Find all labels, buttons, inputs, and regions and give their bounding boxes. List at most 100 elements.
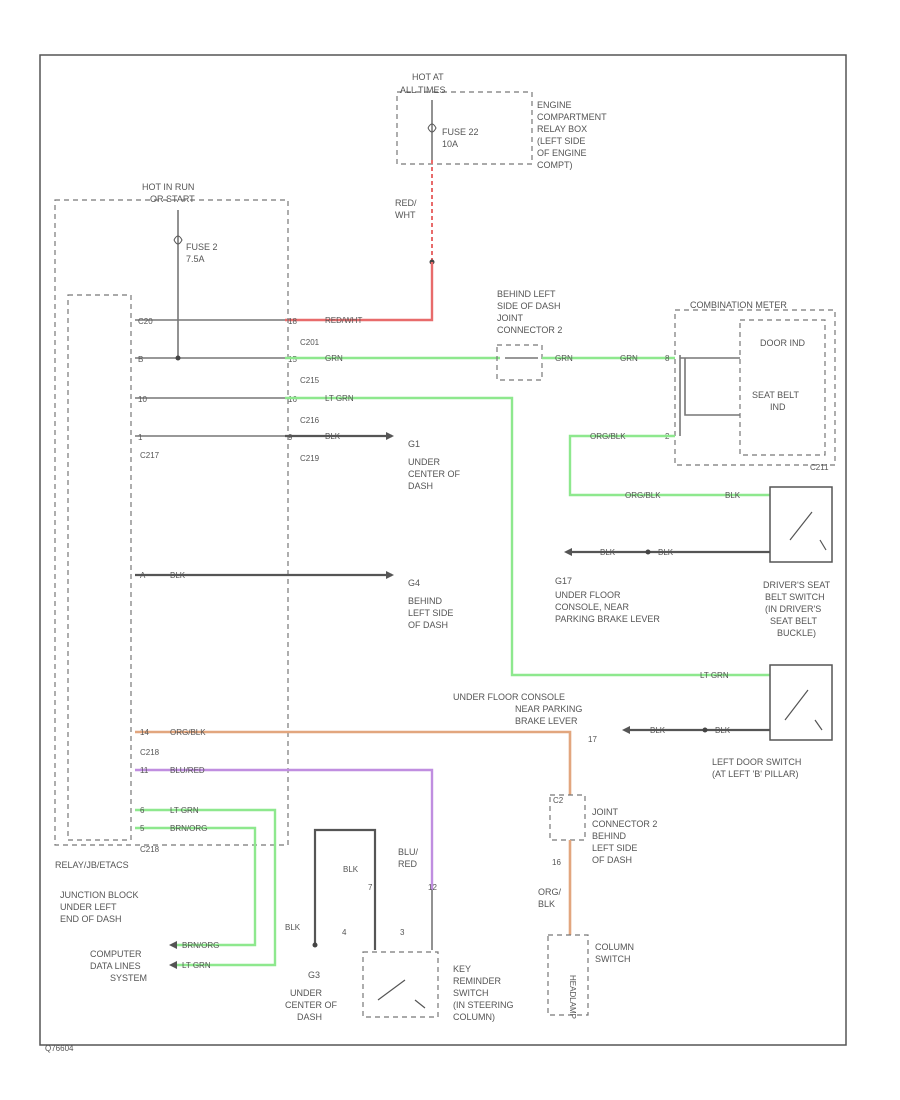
ground-arrow-icon <box>622 726 630 734</box>
figure-code: Q76604 <box>45 1044 74 1053</box>
lt-grn-wire-1 <box>285 396 770 677</box>
pin-label: 9 <box>288 433 293 442</box>
fuse-22-icon <box>427 123 437 133</box>
org-blk-loop <box>568 434 770 497</box>
wire-label-blk: BLK <box>325 432 341 441</box>
blu-red-vertical-label: BLU/RED <box>398 847 419 869</box>
joint-connector-2-label: JOINT CONNECTOR 2 BEHIND LEFT SIDE OF DA… <box>592 807 660 865</box>
pin-label: 7 <box>368 883 373 892</box>
wire-label-blk: BLK <box>343 865 359 874</box>
g1-label: G1 UNDER CENTER OF DASH <box>408 439 463 491</box>
junction-block-label: JUNCTION BLOCK UNDER LEFT END OF DASH <box>60 890 141 924</box>
pin-label: 16 <box>288 395 297 404</box>
red-wht-wire <box>285 262 434 322</box>
wire-label-blk: BLK <box>715 726 731 735</box>
left-door-switch-label: LEFT DOOR SWITCH (AT LEFT 'B' PILLAR) <box>712 757 804 779</box>
drivers-seat-belt-label: DRIVER'S SEAT BELT SWITCH (IN DRIVER'S S… <box>763 580 832 638</box>
wire-label-blk: BLK <box>600 548 616 557</box>
combination-meter-box <box>674 309 836 466</box>
under-floor-console-label: UNDER FLOOR CONSOLE NEAR PARKING BRAKE L… <box>453 692 585 726</box>
wire-label-blk: BLK <box>658 548 674 557</box>
wire-label-grn: GRN <box>555 354 573 363</box>
switch-icon <box>789 511 827 551</box>
wire-label-brn-org: BRN/ORG <box>182 941 219 950</box>
pin-label: A <box>140 571 146 580</box>
pin-label: 15 <box>288 355 297 364</box>
g4-label: G4 BEHIND LEFT SIDE OF DASH <box>408 578 456 630</box>
ground-arrow-icon <box>386 571 394 579</box>
behind-left-joint-label: BEHIND LEFT SIDE OF DASH JOINT CONNECTOR… <box>497 289 563 335</box>
left-door-switch-box <box>769 664 833 741</box>
connector-c217: C217 <box>140 451 160 460</box>
wire-label-blk: BLK <box>285 923 301 932</box>
pin-label: 14 <box>140 728 149 737</box>
connector-c218: C218 <box>140 748 160 757</box>
jb-splice <box>175 355 181 361</box>
key-reminder-switch-box <box>362 951 439 1018</box>
g3-label: G3 UNDER CENTER OF DASH <box>285 970 340 1022</box>
pin-label: 1 <box>138 433 143 442</box>
relay-junction-label: RELAY/JB/ETACS <box>55 860 129 870</box>
wire-label-blk: BLK <box>170 571 186 580</box>
wire-label-lt-grn: LT GRN <box>700 671 729 680</box>
lt-grn-data-wire <box>135 808 277 967</box>
wire-label-red-wht: RED/WHT <box>325 316 362 325</box>
indicator-box <box>739 319 826 456</box>
pin-label: 8 <box>665 354 670 363</box>
wire-label-org-blk: ORG/BLK <box>625 491 661 500</box>
diagram-frame <box>39 54 847 1046</box>
pin-label: 10 <box>138 395 147 404</box>
combination-meter-label: COMBINATION METER <box>690 300 787 310</box>
pin-label: 3 <box>400 928 405 937</box>
connector-c211: C211 <box>810 463 829 472</box>
org-blk-vertical-label: ORG/BLK <box>538 887 562 909</box>
engine-relay-box-label: ENGINE COMPARTMENT RELAY BOX (LEFT SIDE … <box>537 100 609 170</box>
pin-label: 18 <box>288 317 297 326</box>
meter-line-2 <box>684 358 740 416</box>
wire-label-lt-grn: LT GRN <box>325 394 354 403</box>
connector-c2: C2 <box>553 796 564 805</box>
connector-c219: C219 <box>300 454 320 463</box>
computer-data-lines-label: COMPUTER DATA LINES SYSTEM <box>90 949 147 983</box>
switch-icon <box>784 689 823 731</box>
pin-label: 17 <box>588 735 597 744</box>
splice-dot <box>645 549 651 555</box>
blu-red-wire <box>135 768 434 890</box>
joint-connector-2-box <box>549 794 586 841</box>
engine-relay-box <box>396 91 533 165</box>
connector-c216: C216 <box>300 416 320 425</box>
pin-label: C20 <box>138 317 153 326</box>
org-blk-wire <box>135 730 572 795</box>
wire-label-grn: GRN <box>325 354 343 363</box>
junction-block-inner <box>67 294 132 841</box>
connector-c201: C201 <box>300 338 320 347</box>
wire-label-blu-red: BLU/RED <box>170 766 205 775</box>
wire-label-brn-org: BRN/ORG <box>170 824 207 833</box>
junction-block-outer <box>54 199 289 846</box>
joint-connector-box <box>496 344 543 381</box>
column-switch-box <box>547 934 589 1016</box>
splice-dot <box>702 727 708 733</box>
wire-label-grn: GRN <box>620 354 638 363</box>
g17-label: G17 UNDER FLOOR CONSOLE, NEAR PARKING BR… <box>555 576 660 624</box>
connector-c218: C218 <box>140 845 160 854</box>
connector-c215: C215 <box>300 376 320 385</box>
pin-label: 16 <box>552 858 561 867</box>
ground-arrow-icon <box>564 548 572 556</box>
door-ind-label: DOOR IND <box>760 338 806 348</box>
fuse-2-icon <box>173 235 183 245</box>
pin-label: 6 <box>140 806 145 815</box>
wire-label-lt-grn: LT GRN <box>170 806 199 815</box>
brn-org-data-wire <box>135 826 257 947</box>
blk-loop-wire <box>313 828 377 950</box>
pin-label: B <box>138 355 143 364</box>
column-switch-inner: HEADLAMP <box>568 975 577 1019</box>
red-wht-label: RED/WHT <box>395 198 417 220</box>
arrow-icon <box>169 941 177 949</box>
wire-label-blk: BLK <box>650 726 666 735</box>
wire-label-lt-grn: LT GRN <box>182 961 211 970</box>
